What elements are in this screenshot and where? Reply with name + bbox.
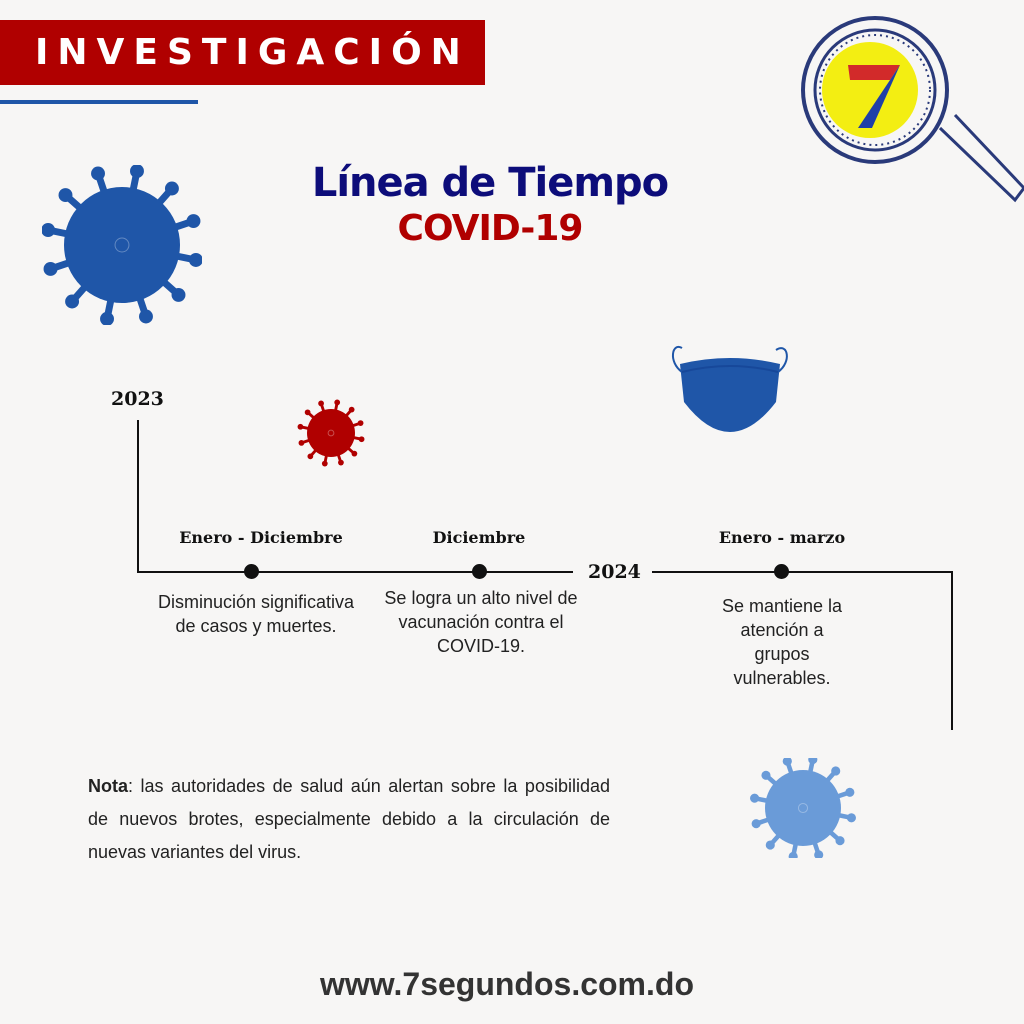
virus-icon xyxy=(42,165,202,325)
year-2024: 2024 xyxy=(588,561,641,583)
timeline-line xyxy=(137,420,139,573)
note-label: Nota xyxy=(88,776,128,796)
timeline-dot xyxy=(472,564,487,579)
event-description: Disminución significativa de casos y mue… xyxy=(157,592,355,636)
footer-url[interactable]: www.7segundos.com.do xyxy=(320,966,694,1002)
timeline-line xyxy=(951,571,953,730)
section-banner: INVESTIGACIÓN xyxy=(0,20,485,85)
note: Nota: las autoridades de salud aún alert… xyxy=(88,770,610,869)
timeline-dot xyxy=(774,564,789,579)
event-period: Enero - Diciembre xyxy=(179,528,343,547)
event-period: Diciembre xyxy=(432,528,526,547)
year-2023: 2023 xyxy=(111,388,164,410)
magnifier-logo: 7 xyxy=(801,16,1024,203)
section-label: INVESTIGACIÓN xyxy=(35,32,470,73)
timeline-line xyxy=(137,571,573,573)
event-description: Se mantiene la atención a grupos vulnera… xyxy=(721,596,843,688)
virus-icon xyxy=(750,758,856,858)
timeline-dot xyxy=(244,564,259,579)
page-subtitle: COVID-19 xyxy=(397,208,584,249)
face-mask-icon xyxy=(672,345,788,432)
divider xyxy=(0,100,198,104)
page-title: Línea de Tiempo xyxy=(311,160,669,206)
event-description: Se logra un alto nivel de vacunación con… xyxy=(384,588,578,656)
timeline-line xyxy=(652,571,953,573)
note-text: : las autoridades de salud aún alertan s… xyxy=(88,776,610,862)
event-period: Enero - marzo xyxy=(718,528,846,547)
virus-icon xyxy=(297,399,365,467)
